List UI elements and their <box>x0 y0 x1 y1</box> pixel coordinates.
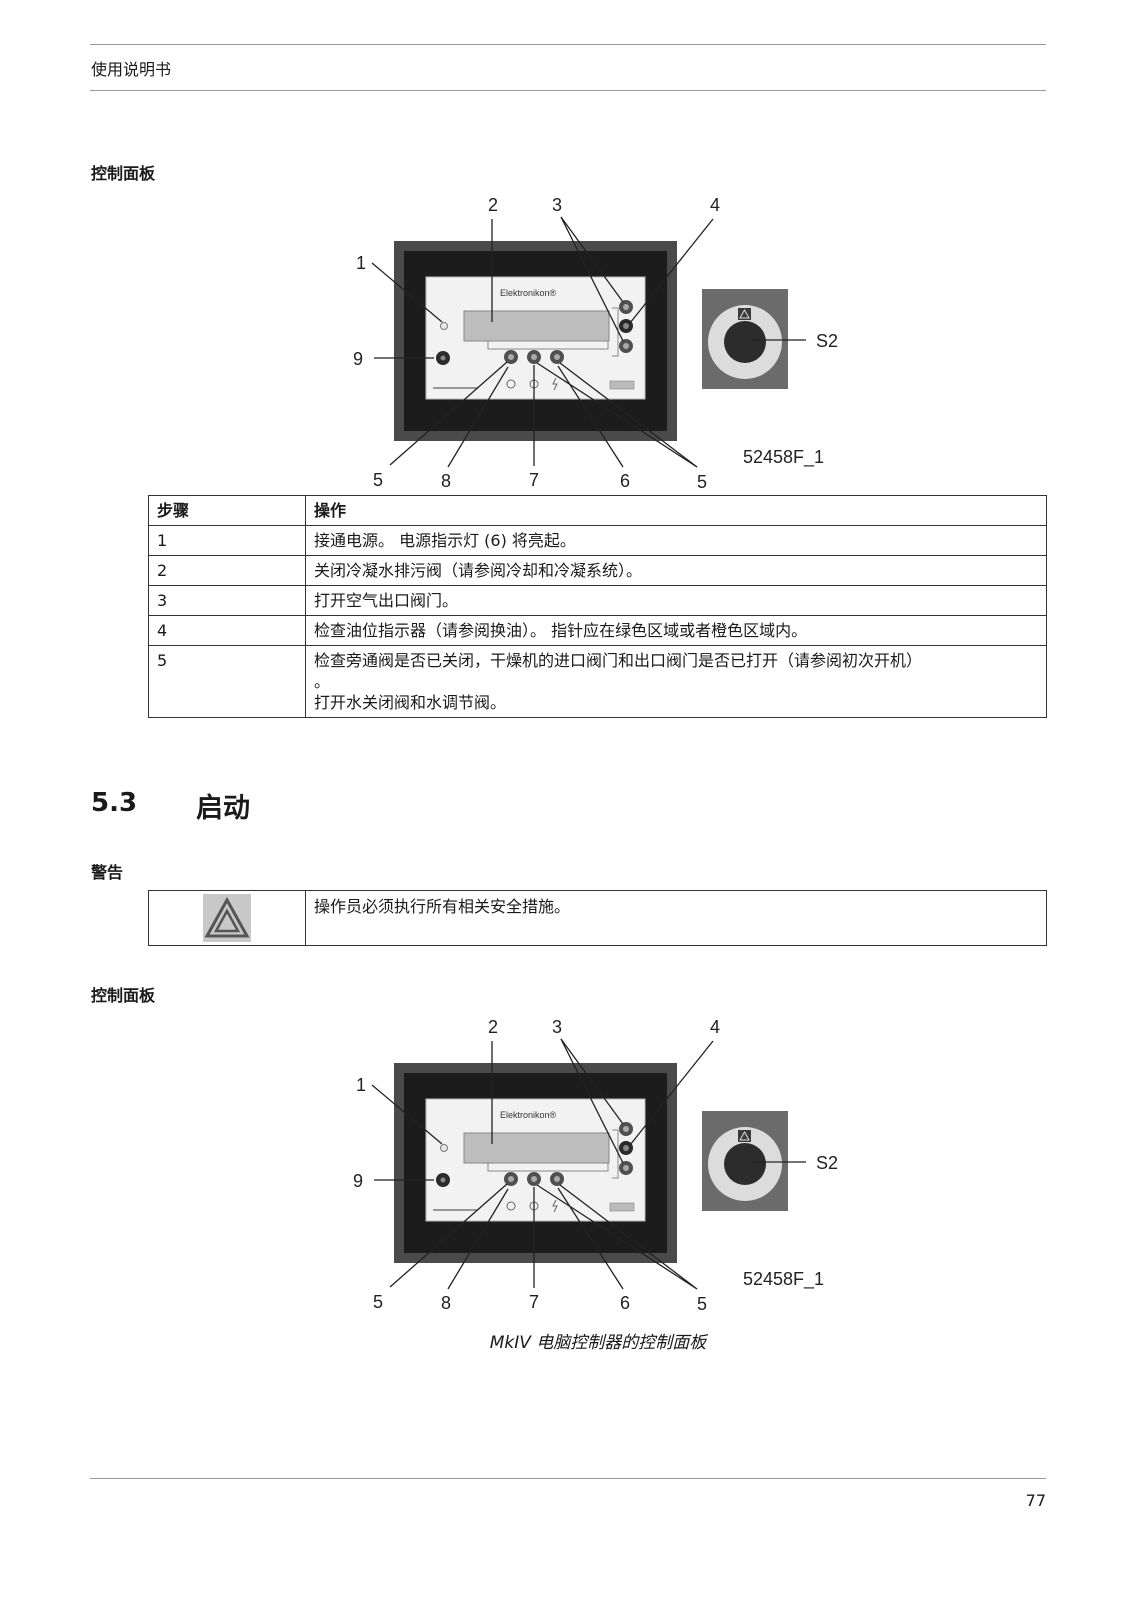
table-row: 4 检查油位指示器（请参阅换油）。 指针应在绿色区域或者橙色区域内。 <box>148 615 1047 646</box>
control-panel-diagram: Elektronikon® 2 3 4 1 9 5 8 7 6 5 S2 524… <box>353 195 838 492</box>
callout-5-right: 5 <box>697 1294 707 1314</box>
callout-4: 4 <box>710 195 720 215</box>
step-number: 3 <box>148 585 306 616</box>
control-panel-label-2: 控制面板 <box>91 986 156 1005</box>
callout-6: 6 <box>620 1293 630 1313</box>
callout-8: 8 <box>441 1293 451 1313</box>
callout-1: 1 <box>356 1075 366 1095</box>
callout-2: 2 <box>488 195 498 215</box>
step-number: 1 <box>148 525 306 556</box>
header-step: 步骤 <box>148 495 306 526</box>
callout-9: 9 <box>353 1171 363 1191</box>
control-panel-label: 控制面板 <box>91 164 156 183</box>
section-number: 5.3 <box>91 788 138 818</box>
step-number: 4 <box>148 615 306 646</box>
step-action: 关闭冷凝水排污阀（请参阅冷却和冷凝系统）。 <box>305 555 1047 586</box>
step-action: 接通电源。 电源指示灯 (6) 将亮起。 <box>305 525 1047 556</box>
warning-text: 操作员必须执行所有相关安全措施。 <box>305 890 1047 946</box>
step-number: 2 <box>148 555 306 586</box>
figure-code: 52458F_1 <box>743 1269 824 1290</box>
step-action: 检查油位指示器（请参阅换油）。 指针应在绿色区域或者橙色区域内。 <box>305 615 1047 646</box>
table-row: 2 关闭冷凝水排污阀（请参阅冷却和冷凝系统）。 <box>148 555 1047 586</box>
callout-3: 3 <box>552 195 562 215</box>
warning-triangle-icon <box>203 894 251 942</box>
callout-6: 6 <box>620 471 630 491</box>
callout-4: 4 <box>710 1017 720 1037</box>
callout-9: 9 <box>353 349 363 369</box>
page-number: 77 <box>1025 1491 1046 1510</box>
step-action: 打开空气出口阀门。 <box>305 585 1047 616</box>
s2-label: S2 <box>816 331 838 351</box>
figure-code: 52458F_1 <box>743 447 824 468</box>
figure-caption: MkIV 电脑控制器的控制面板 <box>489 1333 707 1353</box>
header-rule-top <box>90 44 1046 45</box>
warning-row: 操作员必须执行所有相关安全措施。 <box>148 890 1047 946</box>
s2-label: S2 <box>816 1153 838 1173</box>
callout-1: 1 <box>356 253 366 273</box>
section-title: 启动 <box>196 793 250 824</box>
document-title: 使用说明书 <box>91 60 172 79</box>
step-action: 检查旁通阀是否已关闭，干燥机的进口阀门和出口阀门是否已打开（请参阅初次开机） 。… <box>305 645 1047 718</box>
warning-table: 操作员必须执行所有相关安全措施。 <box>148 890 1047 946</box>
callout-7: 7 <box>529 470 539 490</box>
callout-3: 3 <box>552 1017 562 1037</box>
table-header-row: 步骤 操作 <box>148 495 1047 526</box>
callout-8: 8 <box>441 471 451 491</box>
callout-2: 2 <box>488 1017 498 1037</box>
brand-label: Elektronikon® <box>500 1110 557 1120</box>
brand-label: Elektronikon® <box>500 288 557 298</box>
warning-icon-cell <box>148 890 306 946</box>
callout-5-right: 5 <box>697 472 707 492</box>
step-action-line: 。 <box>314 672 331 691</box>
step-number: 5 <box>148 645 306 718</box>
callout-7: 7 <box>529 1292 539 1312</box>
table-row: 1 接通电源。 电源指示灯 (6) 将亮起。 <box>148 525 1047 556</box>
footer-rule <box>90 1478 1046 1479</box>
steps-table: 步骤 操作 1 接通电源。 电源指示灯 (6) 将亮起。 2 关闭冷凝水排污阀（… <box>148 495 1047 718</box>
header-rule-bottom <box>90 90 1046 91</box>
table-row: 5 检查旁通阀是否已关闭，干燥机的进口阀门和出口阀门是否已打开（请参阅初次开机）… <box>148 645 1047 718</box>
control-panel-diagram-2: Elektronikon® 2 3 4 1 9 5 8 7 6 5 S2 524… <box>353 1017 838 1314</box>
step-action-line: 打开水关闭阀和水调节阀。 <box>314 693 507 712</box>
callout-5-left: 5 <box>373 1292 383 1312</box>
callout-5-left: 5 <box>373 470 383 490</box>
header-action: 操作 <box>305 495 1047 526</box>
warning-label: 警告 <box>91 863 124 882</box>
step-action-line: 检查旁通阀是否已关闭，干燥机的进口阀门和出口阀门是否已打开（请参阅初次开机） <box>314 651 923 670</box>
table-row: 3 打开空气出口阀门。 <box>148 585 1047 616</box>
